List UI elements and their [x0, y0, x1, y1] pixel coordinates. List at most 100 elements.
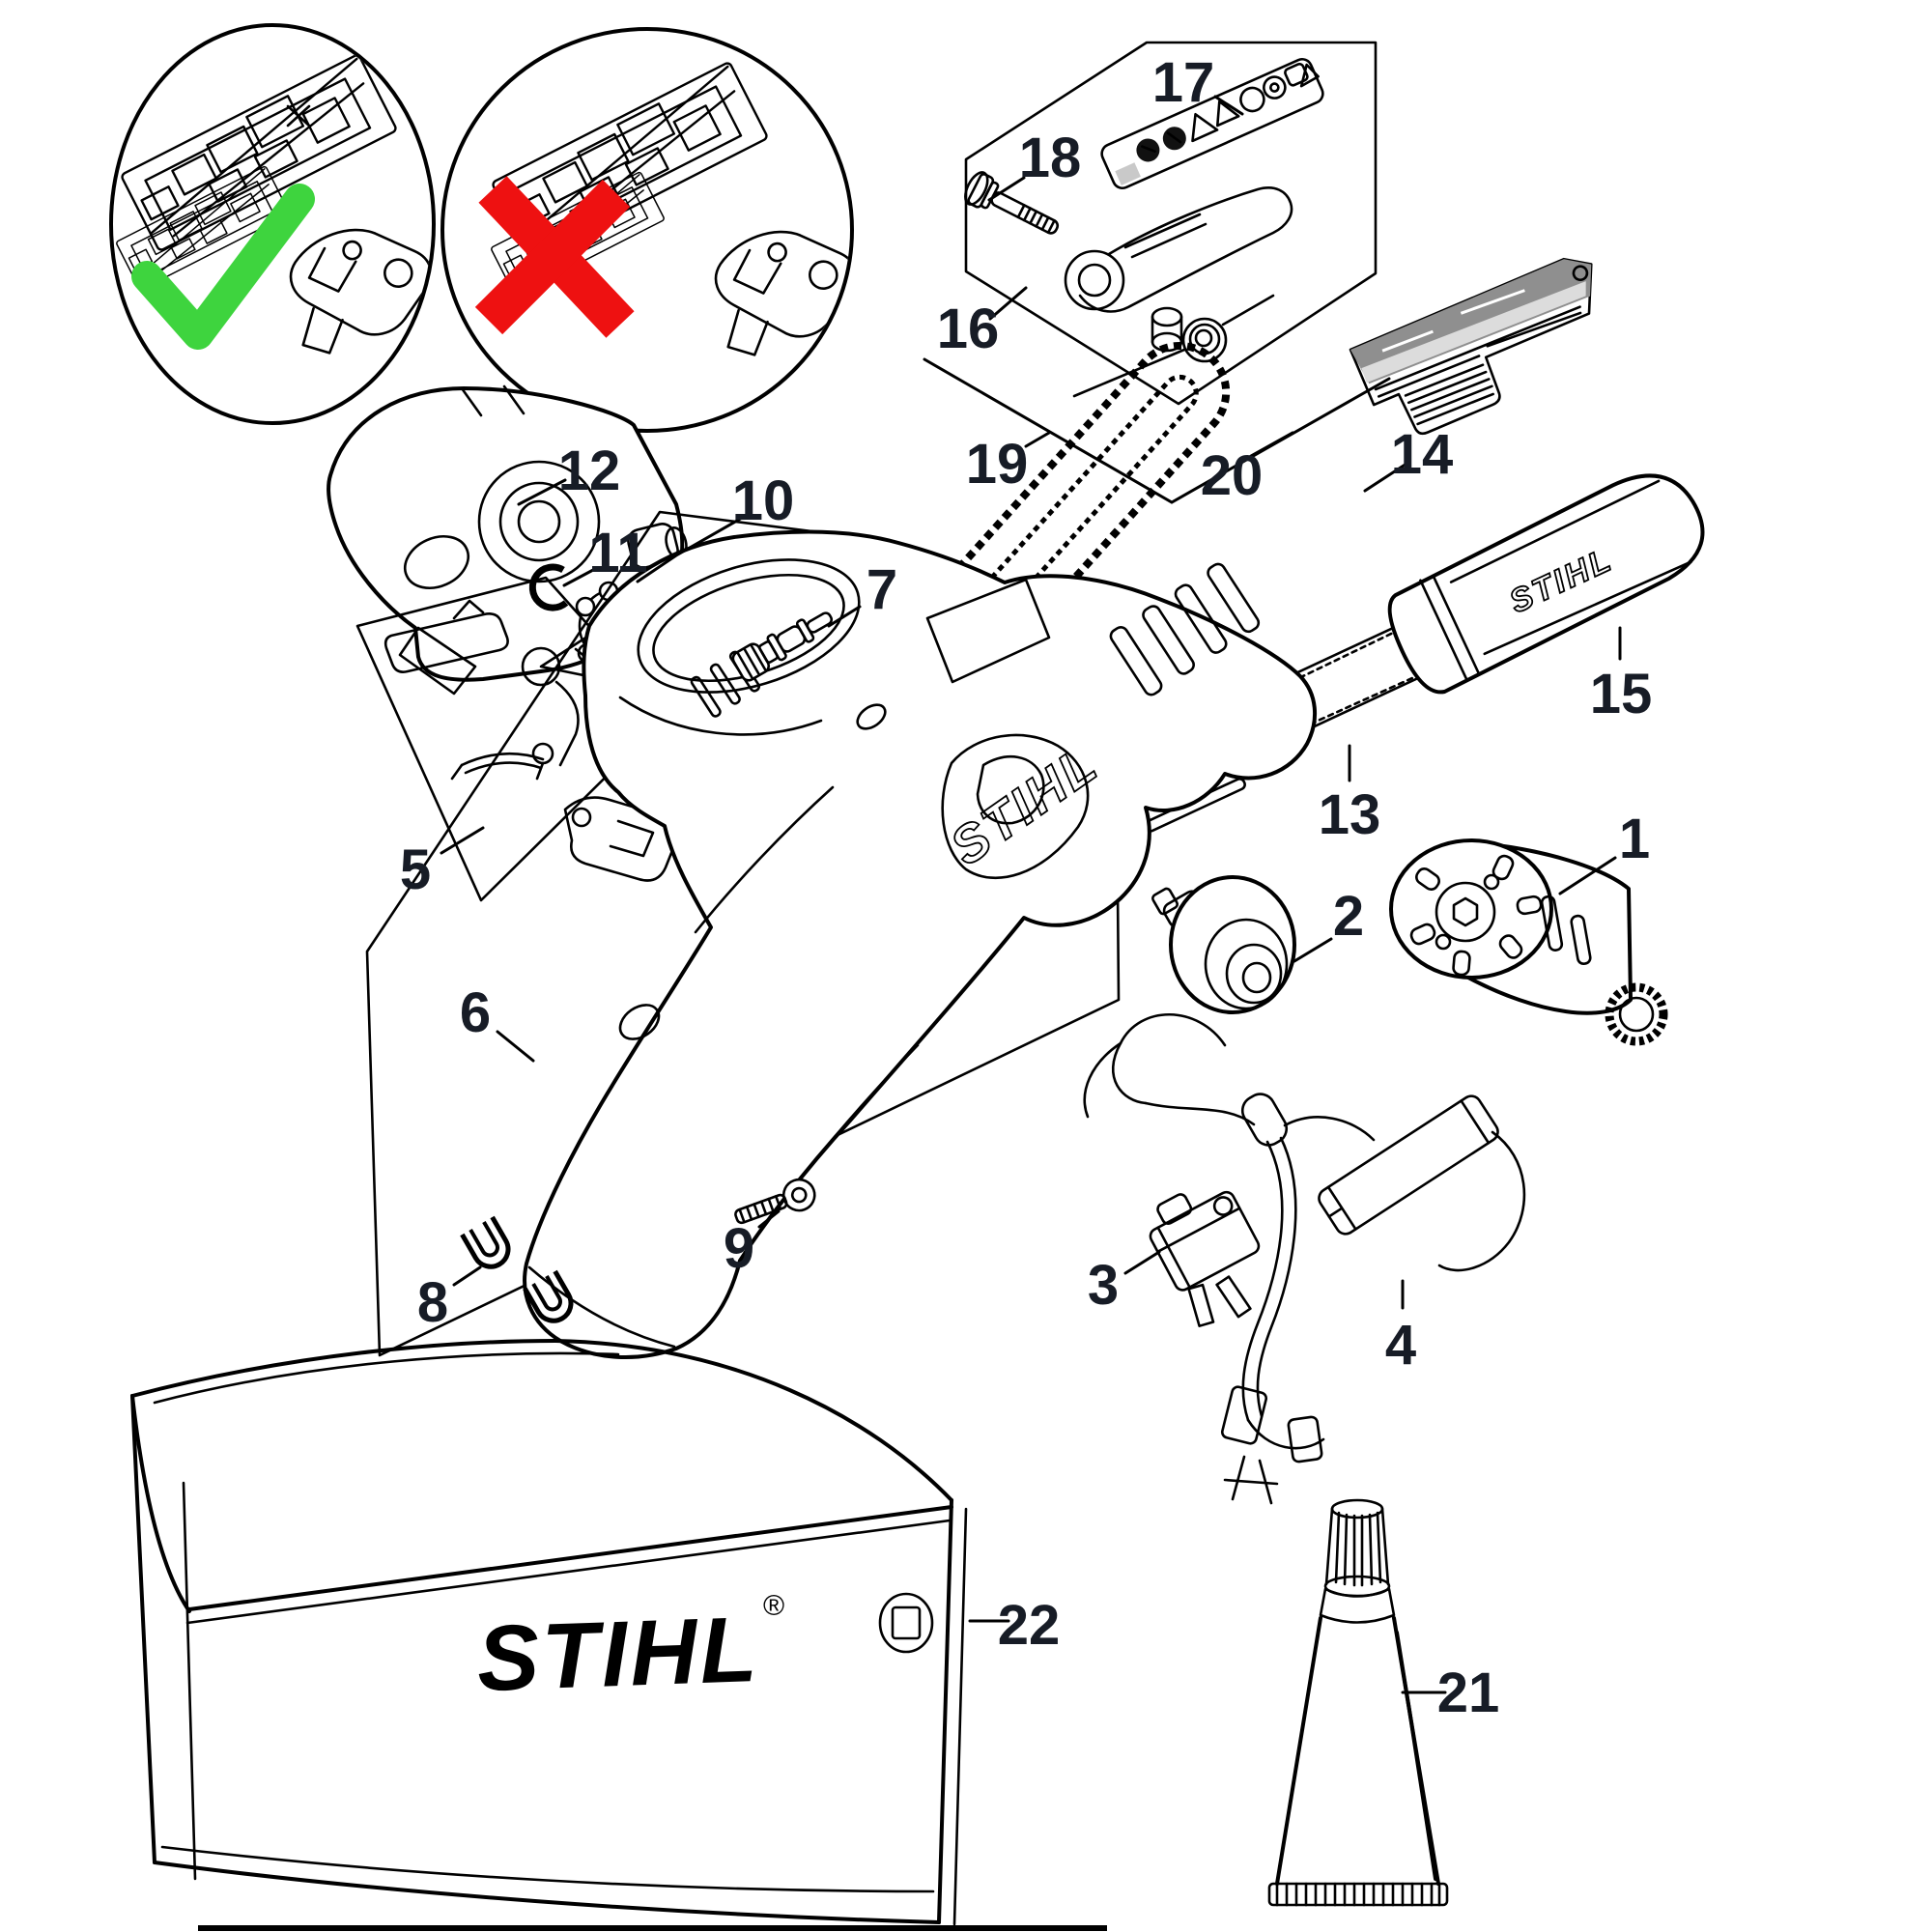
- harness-module: [1318, 1094, 1499, 1236]
- warning-dot-icon: [1136, 138, 1160, 162]
- tube-crimp-serration: [1275, 1882, 1441, 1907]
- part-21-grease-tube: [1267, 1498, 1449, 1907]
- leader-9: [757, 1209, 781, 1229]
- part-label-19: 19: [966, 433, 1029, 496]
- leader-18: [987, 176, 1026, 202]
- chain-tensioner-assembly: [964, 41, 1378, 406]
- part-17-icon-sticker: [1100, 57, 1324, 190]
- part-label-13: 13: [1319, 783, 1381, 846]
- bracket-19-20: [923, 357, 1391, 504]
- label-header-text: [1381, 289, 1525, 353]
- tensioner-spring: [1072, 294, 1275, 398]
- cross-icon: [474, 176, 635, 338]
- sticker-gray-field: [1115, 162, 1141, 185]
- leader-12: [517, 478, 567, 506]
- harness-connector: [1287, 1415, 1323, 1463]
- part-label-8: 8: [417, 1271, 448, 1334]
- part-label-20: 20: [1201, 444, 1264, 507]
- leader-17: [1213, 95, 1244, 116]
- part-label-12: 12: [558, 440, 621, 502]
- housing-panel-window: [925, 578, 1051, 684]
- leader-20: [1249, 431, 1294, 458]
- leader-8: [452, 1265, 482, 1287]
- harness-connector: [1220, 1385, 1268, 1445]
- part-label-18: 18: [1019, 127, 1082, 189]
- leader-6: [496, 1030, 535, 1063]
- leader-3: [1123, 1250, 1161, 1275]
- part-label-10: 10: [732, 469, 795, 532]
- part-16-box: [964, 41, 1378, 406]
- part-label-17: 17: [1152, 51, 1215, 114]
- part-label-4: 4: [1385, 1314, 1416, 1377]
- leader-14: [1363, 462, 1408, 493]
- motor-vents: [1540, 895, 1592, 966]
- part-label-14: 14: [1391, 423, 1454, 486]
- goggles-icon: [1263, 75, 1287, 99]
- part-label-1: 1: [1619, 808, 1650, 870]
- trigger-guard-opening: [941, 733, 1090, 880]
- inset-circle: [440, 27, 854, 433]
- part-label-15: 15: [1590, 663, 1653, 725]
- label-text-lines: [1374, 305, 1582, 426]
- label-corner-icon: [1572, 265, 1589, 282]
- part-label-16: 16: [937, 298, 1000, 360]
- part-number-labels: 1 2 3 4 5 6 7 8 9 10 11 12 13 14 15 16 1…: [400, 51, 1652, 1724]
- bag-logo-registered: ®: [763, 1590, 784, 1622]
- part-label-21: 21: [1437, 1662, 1500, 1724]
- harness-grommet: [1240, 1093, 1289, 1147]
- leader-19: [1024, 431, 1051, 448]
- part-label-2: 2: [1333, 885, 1364, 948]
- bag-button: [878, 1592, 934, 1654]
- part-18-bolt: [964, 171, 1060, 235]
- arrow-triangle-icon: [1299, 63, 1320, 88]
- part-label-5: 5: [400, 838, 431, 901]
- part-1-electric-motor: [1389, 838, 1668, 1046]
- part-9-screw: [734, 1178, 816, 1225]
- leader-lines: [440, 95, 1622, 1694]
- part-4-wiring-harness: [1083, 1013, 1526, 1505]
- label-light-band: [1361, 281, 1586, 384]
- part-3-switch: [1149, 1190, 1261, 1327]
- bag-logo: STIHL: [475, 1598, 761, 1711]
- leader-16: [988, 286, 1028, 321]
- part-label-6: 6: [460, 981, 491, 1044]
- part-15-scabbard: STIHL: [1387, 473, 1705, 695]
- gloves-icon: [1239, 86, 1265, 113]
- part-label-22: 22: [998, 1594, 1061, 1657]
- part-6-powerhead-housing: STIHL: [365, 510, 1318, 1360]
- leader-5: [440, 826, 485, 855]
- tube-cap-ribs: [1334, 1511, 1382, 1587]
- part-8-clips: [460, 1215, 574, 1323]
- motor-hex-bore: [1452, 896, 1479, 927]
- housing-vents: [1109, 562, 1261, 696]
- part-label-3: 3: [1088, 1254, 1119, 1317]
- tensioner-lever: [1064, 186, 1293, 313]
- cover-oval-hole: [404, 535, 469, 589]
- part-22-carrying-bag: STIHL ®: [130, 1339, 968, 1926]
- inset-circle: [109, 23, 436, 425]
- part-label-11: 11: [588, 522, 647, 584]
- leader-10: [636, 515, 746, 583]
- trigger: [976, 755, 1045, 825]
- leader-1: [1558, 856, 1617, 895]
- correct-assembly-inset: [109, 23, 436, 425]
- part-20-information-label: [1349, 257, 1593, 436]
- rear-handle-opening: [637, 558, 861, 694]
- part-label-9: 9: [724, 1217, 754, 1280]
- part-7-screw-pin: [731, 611, 834, 682]
- warning-triangle-icon: [1215, 99, 1240, 128]
- warning-triangle-icon: [1191, 112, 1219, 143]
- leader-11: [562, 568, 595, 587]
- motor-pinion-gear: [1605, 982, 1668, 1046]
- small-x-mark: [286, 104, 311, 128]
- part-2-sprocket: [1151, 875, 1296, 1014]
- incorrect-assembly-inset: [440, 27, 854, 433]
- cover-foot: [398, 626, 477, 696]
- part-11-e-clip: [528, 563, 569, 611]
- motor-face-holes: [1409, 854, 1543, 977]
- leader-2: [1293, 937, 1333, 963]
- leader-7: [827, 605, 862, 628]
- part-label-7: 7: [867, 558, 897, 621]
